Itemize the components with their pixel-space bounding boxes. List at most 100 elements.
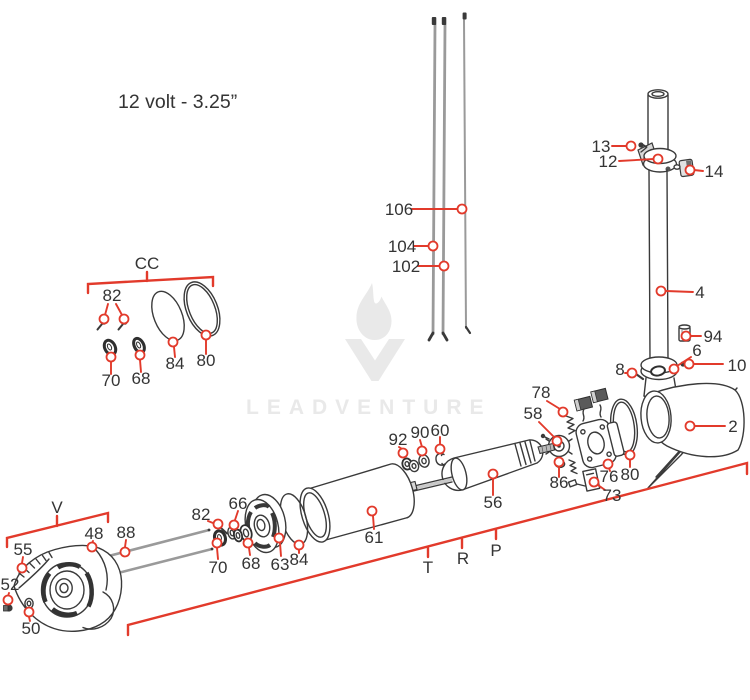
label-73[interactable]: 73 (603, 486, 622, 505)
label-90[interactable]: 90 (411, 423, 430, 442)
label-13[interactable]: 13 (592, 137, 611, 156)
hotspot-90[interactable] (416, 445, 428, 457)
label-t-group: T (423, 558, 433, 577)
hotspot-70-cc[interactable] (105, 351, 117, 363)
label-106[interactable]: 106 (385, 200, 413, 219)
steering-collar-drawing (631, 324, 691, 381)
diagram-title: 12 volt - 3.25” (118, 91, 237, 113)
label-104[interactable]: 104 (388, 237, 416, 256)
hotspot-82-motor[interactable] (212, 518, 224, 530)
label-p-group: P (490, 541, 501, 560)
hotspot-8[interactable] (626, 367, 638, 379)
label-82-cc[interactable]: 82 (103, 286, 122, 305)
label-55[interactable]: 55 (14, 540, 33, 559)
label-68-cc[interactable]: 68 (132, 369, 151, 388)
label-88[interactable]: 88 (117, 523, 136, 542)
hotspot-102[interactable] (438, 260, 450, 272)
label-14[interactable]: 14 (705, 162, 724, 181)
label-63[interactable]: 63 (271, 555, 290, 574)
hotspot-68-cc[interactable] (134, 349, 146, 361)
label-56[interactable]: 56 (484, 493, 503, 512)
hotspot-14[interactable] (684, 164, 696, 176)
hotspot-58[interactable] (551, 435, 563, 447)
push-rods-drawing (427, 12, 472, 342)
hotspot-13[interactable] (625, 140, 637, 152)
hotspot-55[interactable] (16, 562, 28, 574)
hotspot-50[interactable] (23, 606, 35, 618)
hotspot-12[interactable] (652, 153, 664, 165)
label-92[interactable]: 92 (389, 430, 408, 449)
label-86[interactable]: 86 (550, 473, 569, 492)
label-8[interactable]: 8 (615, 360, 624, 379)
label-cc-group: CC (135, 254, 160, 273)
hotspot-84-cc[interactable] (167, 336, 179, 348)
hotspot-61[interactable] (366, 505, 378, 517)
group-brackets (5, 270, 749, 637)
hotspot-66[interactable] (228, 519, 240, 531)
watermark-logo: LEADVENTURE (246, 283, 492, 419)
hotspot-84-motor[interactable] (293, 539, 305, 551)
lower-unit-drawing (609, 377, 745, 489)
label-r-group: R (457, 549, 469, 568)
hotspot-68-motor[interactable] (242, 537, 254, 549)
hotspot-104[interactable] (427, 240, 439, 252)
hotspot-92[interactable] (397, 447, 409, 459)
label-60[interactable]: 60 (431, 421, 450, 440)
label-10[interactable]: 10 (728, 356, 747, 375)
hotspot-10[interactable] (683, 358, 695, 370)
hotspot-106[interactable] (456, 203, 468, 215)
hotspot-94[interactable] (680, 330, 692, 342)
label-102[interactable]: 102 (392, 257, 420, 276)
label-12[interactable]: 12 (599, 152, 618, 171)
label-v-group: V (51, 498, 63, 517)
label-6[interactable]: 6 (692, 341, 701, 360)
hotspot-70-motor[interactable] (211, 537, 223, 549)
hotspot-86[interactable] (553, 456, 565, 468)
hotspot-60[interactable] (434, 443, 446, 455)
hotspot-78[interactable] (557, 406, 569, 418)
hotspot-2[interactable] (684, 420, 696, 432)
cc-bracket (86, 270, 215, 295)
label-66[interactable]: 66 (229, 494, 248, 513)
hotspot-73[interactable] (588, 476, 600, 488)
label-78[interactable]: 78 (532, 383, 551, 402)
hotspot-6[interactable] (668, 363, 680, 375)
label-80-motor[interactable]: 80 (621, 465, 640, 484)
hotspot-80-cc[interactable] (200, 329, 212, 341)
label-48[interactable]: 48 (85, 524, 104, 543)
label-84-motor[interactable]: 84 (290, 550, 309, 569)
label-58[interactable]: 58 (524, 404, 543, 423)
hotspot-4[interactable] (655, 285, 667, 297)
label-50[interactable]: 50 (22, 619, 41, 638)
label-76[interactable]: 76 (600, 467, 619, 486)
part-hotspots (2, 140, 696, 618)
propeller-drawing (3, 544, 123, 632)
hotspot-63[interactable] (273, 532, 285, 544)
v-bracket (5, 511, 110, 549)
label-68-motor[interactable]: 68 (242, 554, 261, 573)
label-82-motor[interactable]: 82 (192, 505, 211, 524)
label-4[interactable]: 4 (695, 283, 704, 302)
label-94[interactable]: 94 (704, 327, 723, 346)
hotspot-88[interactable] (119, 546, 131, 558)
hotspot-82-cc-b[interactable] (118, 313, 130, 325)
label-2[interactable]: 2 (728, 417, 737, 436)
part-labels: 106 104 102 13 12 14 4 94 6 10 8 2 78 58… (1, 137, 747, 638)
label-80-cc[interactable]: 80 (197, 351, 216, 370)
label-61[interactable]: 61 (365, 528, 384, 547)
hotspot-80-motor[interactable] (624, 449, 636, 461)
label-70-cc[interactable]: 70 (102, 371, 121, 390)
hotspot-52[interactable] (2, 594, 14, 606)
label-52[interactable]: 52 (1, 575, 20, 594)
hotspot-56[interactable] (487, 468, 499, 480)
hotspot-82-cc-a[interactable] (98, 313, 110, 325)
hotspot-48[interactable] (86, 541, 98, 553)
shaft-washers-drawing (401, 452, 446, 473)
motor-housing-drawing (212, 463, 415, 554)
label-70-motor[interactable]: 70 (209, 558, 228, 577)
label-84-cc[interactable]: 84 (166, 354, 185, 373)
watermark-text: LEADVENTURE (246, 396, 492, 419)
hotspot-76[interactable] (602, 458, 614, 470)
